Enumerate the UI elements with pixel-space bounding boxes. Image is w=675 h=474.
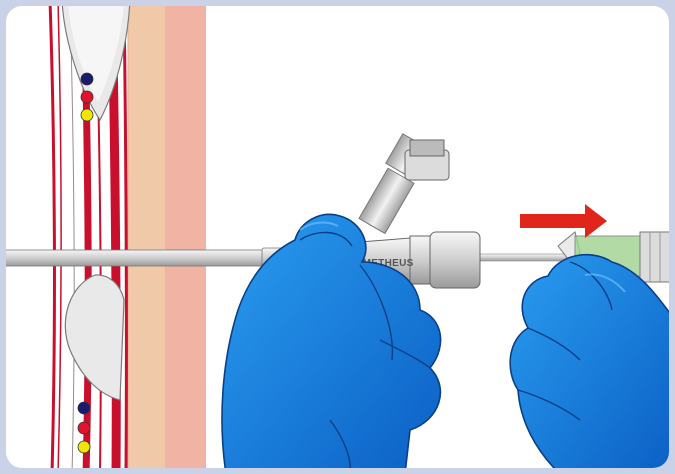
procedure-illustration: PROMETHEUS (6, 6, 669, 468)
neurovascular-bundle-top (81, 73, 93, 121)
arrow-right-icon (520, 204, 607, 238)
side-port (359, 134, 449, 234)
skin-layers (128, 6, 206, 468)
illustration-frame: PROMETHEUS (6, 6, 669, 468)
right-gloved-hand (510, 255, 669, 468)
neurovascular-bundle-bottom (78, 402, 90, 453)
